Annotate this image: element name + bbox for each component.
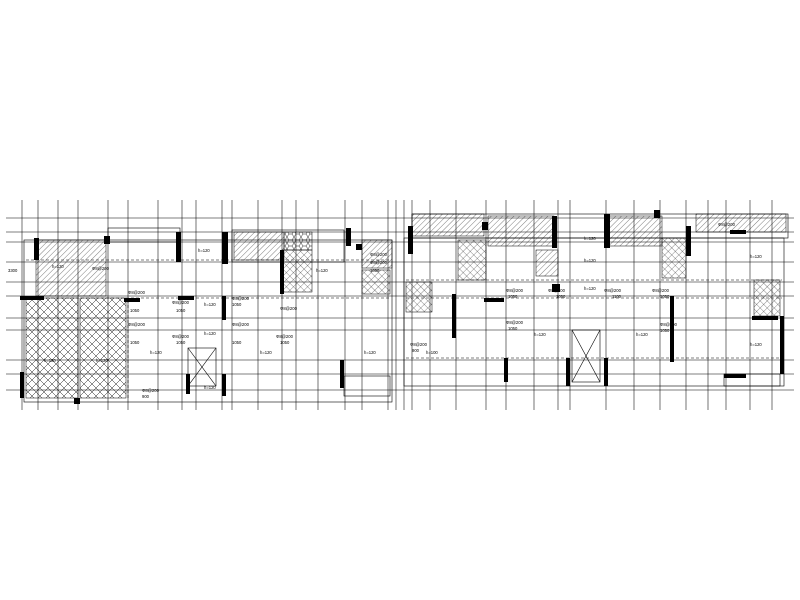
dimension-label: 1050: [660, 328, 670, 333]
rebar-label: Φ8@200: [128, 322, 146, 327]
rebar-label: Φ8@200: [128, 290, 146, 295]
slab-label: h=120: [52, 264, 64, 269]
rebar-label: Φ8@200: [232, 322, 250, 327]
rebar-labels: Φ8@200 Φ8@200 Φ8@200 Φ8@200 Φ8@200 Φ8@20…: [92, 222, 736, 393]
slab-label: h=120: [750, 254, 762, 259]
dimension-label: 1050: [280, 340, 290, 345]
rebar-label: Φ8@200: [142, 388, 160, 393]
rebar-label: Φ8@200: [506, 320, 524, 325]
dimension-label: 1050: [176, 340, 186, 345]
slab-labels: h=120 h=120 h=120 h=120 h=120 h=120 h=12…: [44, 236, 762, 390]
rebar-label: Φ8@200: [370, 252, 388, 257]
dimension-label: 1050: [660, 294, 670, 299]
rebar-label: Φ8@200: [660, 322, 678, 327]
rebar-label: Φ8@200: [232, 296, 250, 301]
rebar-label: Φ8@200: [92, 266, 110, 271]
slab-label: h=120: [198, 248, 210, 253]
dimension-label: 3300: [8, 268, 18, 273]
slab-label: h=120: [96, 358, 108, 363]
dimension-label: 900: [412, 348, 420, 353]
rebar-label: Φ8@200: [172, 300, 190, 305]
dimension-label: 1050: [176, 308, 186, 313]
rebar-label: Φ8@200: [410, 342, 428, 347]
dimension-label: 1050: [508, 294, 518, 299]
dimension-label: 1050: [130, 308, 140, 313]
dimension-label: 1050: [130, 340, 140, 345]
rebar-label: Φ8@200: [370, 260, 388, 265]
hatched-regions: [25, 213, 787, 399]
slab-label: h=120: [204, 302, 216, 307]
dimension-label: 1050: [556, 294, 566, 299]
dimension-label: 1050: [370, 268, 380, 273]
rebar-label: Φ8@200: [548, 288, 566, 293]
dimension-label: 900: [142, 394, 150, 399]
rebar-label: Φ8@200: [280, 306, 298, 311]
slab-label: h=120: [364, 350, 376, 355]
dimension-labels: 1050 1050 1050 1050 1050 1050 1050 1050 …: [8, 268, 670, 399]
slab-label: h=120: [316, 268, 328, 273]
rebar-label: Φ8@200: [718, 222, 736, 227]
rebar-label: Φ8@200: [652, 288, 670, 293]
dimension-label: 1050: [508, 326, 518, 331]
slab-label: h=100: [426, 350, 438, 355]
slab-label: h=120: [260, 350, 272, 355]
rebar-label: Φ8@200: [604, 288, 622, 293]
dimension-label: 1050: [232, 340, 242, 345]
dimension-label: 1100: [612, 294, 622, 299]
rebar-label: Φ8@200: [276, 334, 294, 339]
slab-label: h=120: [204, 385, 216, 390]
dimension-label: 1050: [232, 302, 242, 307]
slab-label: h=120: [750, 342, 762, 347]
shear-walls: [20, 210, 784, 404]
slab-label: h=120: [584, 236, 596, 241]
slab-label: h=120: [584, 286, 596, 291]
slab-label: h=120: [584, 258, 596, 263]
slab-label: h=120: [636, 332, 648, 337]
rebar-label: Φ8@200: [506, 288, 524, 293]
slab-label: h=120: [44, 358, 56, 363]
slab-label: h=120: [204, 331, 216, 336]
rebar-label: Φ8@200: [172, 334, 190, 339]
slab-label: h=120: [150, 350, 162, 355]
slab-label: h=120: [534, 332, 546, 337]
